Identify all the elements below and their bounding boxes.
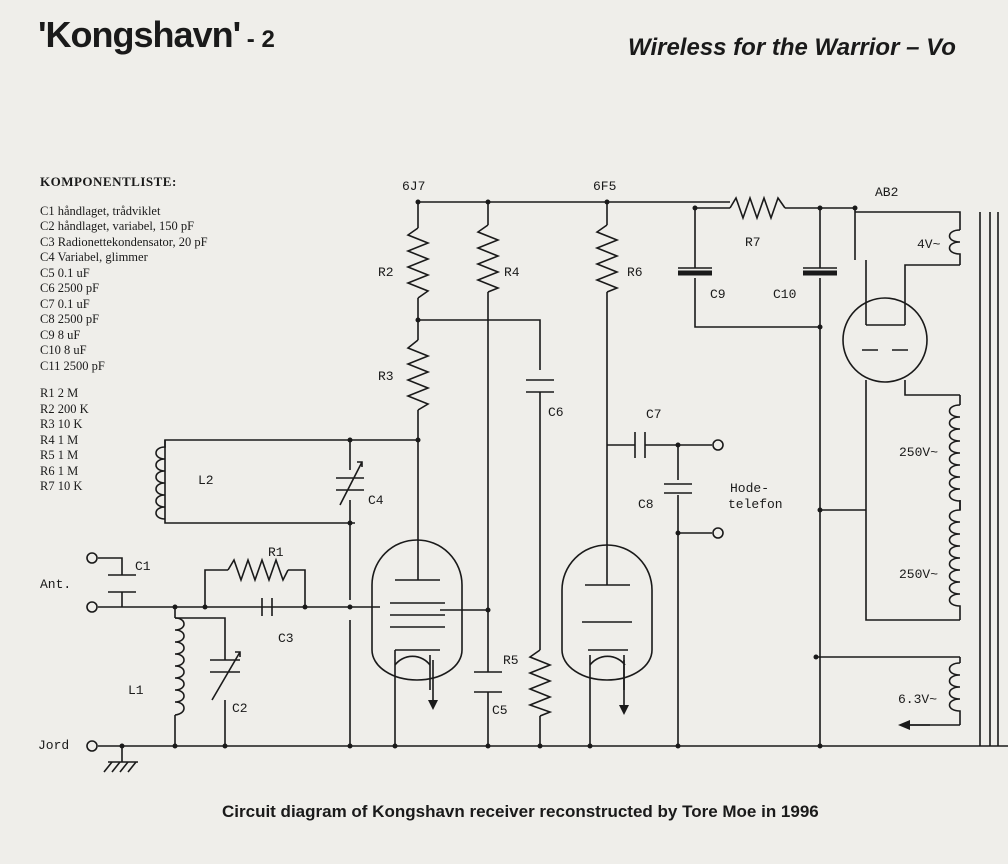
- resistor-r4: [475, 224, 501, 293]
- resistor-item: R7 10 K: [40, 479, 83, 493]
- label-r4: R4: [504, 265, 520, 280]
- label-r3: R3: [378, 369, 394, 384]
- tube-6j7: [371, 539, 463, 710]
- header-title: 'Kongshavn': [38, 14, 241, 55]
- resistor-item: R5 1 M: [40, 448, 79, 462]
- label-c4: C4: [368, 493, 384, 508]
- label-4v: 4V~: [917, 237, 941, 252]
- label-r1: R1: [268, 545, 284, 560]
- resistor-item: R6 1 M: [40, 463, 79, 478]
- label-c8: C8: [638, 497, 654, 512]
- figure-caption: Circuit diagram of Kongshavn receiver re…: [222, 802, 819, 821]
- tube-label-6j7: 6J7: [402, 179, 425, 194]
- label-jord: Jord: [38, 738, 69, 753]
- capacitor-item: C11 2500 pF: [40, 358, 105, 373]
- capacitor-item: C4 Variabel, glimmer: [40, 250, 148, 264]
- label-250v-b: 250V~: [899, 567, 938, 582]
- tube-label-ab2: AB2: [875, 185, 898, 200]
- label-r7: R7: [745, 235, 761, 250]
- label-r2: R2: [378, 265, 394, 280]
- capacitor-c5: [474, 671, 502, 693]
- resistor-r7: [729, 195, 786, 221]
- resistor-r1: [227, 557, 289, 583]
- capacitor-item: C2 håndlaget, variabel, 150 pF: [40, 219, 195, 233]
- label-c3: C3: [278, 631, 294, 646]
- capacitor-c7: [634, 432, 646, 458]
- label-c2: C2: [232, 701, 248, 716]
- capacitor-item: C5 0.1 uF: [40, 265, 90, 280]
- resistor-r6: [594, 224, 620, 293]
- resistor-item: R4 1 M: [40, 432, 79, 447]
- capacitor-c3: [261, 598, 273, 616]
- capacitor-c8: [664, 483, 692, 494]
- label-l2: L2: [198, 473, 214, 488]
- page-header: 'Kongshavn' - 2: [38, 14, 275, 56]
- label-6-3v: 6.3V~: [898, 692, 937, 707]
- label-telefon: telefon: [728, 497, 783, 512]
- capacitor-c2: [210, 651, 241, 701]
- tube-ab2: [842, 297, 928, 383]
- junction-dots: [119, 199, 858, 749]
- resistor-item: R1 2 M: [40, 386, 79, 400]
- resistor-r5: [527, 649, 553, 717]
- resistor-r2: [405, 227, 431, 299]
- capacitor-c9: [678, 267, 712, 276]
- capacitor-c6: [526, 379, 554, 393]
- capacitor-item: C8 2500 pF: [40, 312, 100, 326]
- wiring: [98, 201, 1008, 763]
- header-page-suffix: - 2: [240, 26, 275, 53]
- capacitor-item: C1 håndlaget, trådviklet: [40, 203, 161, 218]
- capacitor-c10: [803, 267, 837, 276]
- label-c1: C1: [135, 559, 151, 574]
- resistor-r3: [405, 339, 431, 411]
- label-c7: C7: [646, 407, 662, 422]
- label-c6: C6: [548, 405, 564, 420]
- component-list-title: KOMPONENTLISTE:: [40, 174, 177, 189]
- label-250v-a: 250V~: [899, 445, 938, 460]
- label-c5: C5: [492, 703, 508, 718]
- tube-label-6f5: 6F5: [593, 179, 616, 194]
- ground-symbol: [103, 761, 137, 773]
- label-c10: C10: [773, 287, 796, 302]
- capacitor-item: C3 Radionettekondensator, 20 pF: [40, 234, 208, 249]
- inductor-l1: [174, 617, 185, 716]
- label-l1: L1: [128, 683, 144, 698]
- output-arrow: [898, 720, 930, 730]
- terminals: [86, 439, 724, 752]
- power-transformer: [948, 212, 999, 746]
- label-ant: Ant.: [40, 577, 71, 592]
- capacitor-item: C6 2500 pF: [40, 281, 100, 295]
- capacitor-item: C7 0.1 uF: [40, 296, 90, 311]
- capacitor-c4: [336, 461, 364, 506]
- capacitor-item: C9 8 uF: [40, 327, 81, 342]
- capacitor-item: C10 8 uF: [40, 343, 87, 357]
- label-r5: R5: [503, 653, 519, 668]
- inductor-l2: [155, 440, 166, 520]
- label-hode: Hode-: [730, 481, 769, 496]
- tube-6f5: [561, 544, 653, 715]
- component-list: KOMPONENTLISTE: C1 håndlaget, trådviklet…: [40, 174, 208, 495]
- resistor-item: R3 10 K: [40, 417, 83, 431]
- capacitor-c1: [108, 574, 136, 593]
- book-title: Wireless for the Warrior – Vo: [628, 34, 956, 61]
- label-c9: C9: [710, 287, 726, 302]
- label-r6: R6: [627, 265, 643, 280]
- resistor-item: R2 200 K: [40, 401, 89, 416]
